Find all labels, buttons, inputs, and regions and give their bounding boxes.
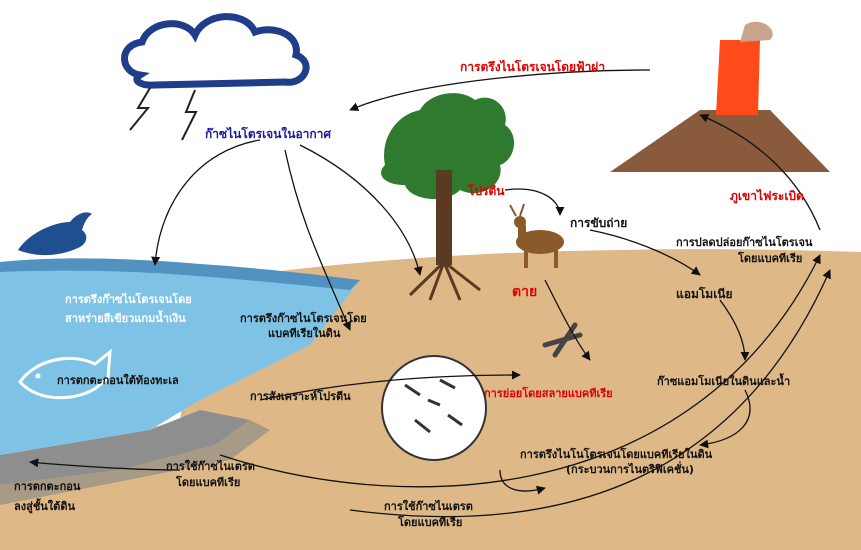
label-nitrate-use-line2: โดยแบคทีเรีย: [175, 475, 240, 489]
label-nitrate-use2-line1: การใช้ก๊าซไนเตรต: [384, 499, 473, 513]
label-sediment-line2: ลงสู่ชั้นใต้ดิน: [14, 498, 75, 514]
label-release-line2: โดยแบคทีเรีย: [737, 251, 802, 265]
label-algae-line1: การตรึงก๊าซไนโตรเจนโดย: [65, 292, 192, 306]
label-atmospheric-nitrogen: ก๊าซไนโตรเจนในอากาศ: [205, 126, 331, 141]
label-sediment-line1: การตกตะกอน: [14, 480, 81, 493]
label-death: ตาย: [512, 284, 537, 300]
label-sea-sediment: การตกตะกอนใต้ท้องทะเล: [57, 373, 179, 387]
label-release-line1: การปลดปล่อยก๊าซไนโตรเจน: [676, 235, 813, 249]
label-ammonia-soil-water: ก๊าซแอมโมเนียในดินและน้ำ: [657, 373, 790, 388]
label-protein-synthesis: การสังเคราะห์โปรตีน: [250, 389, 351, 403]
label-soil-bact-line1: การตรึงก๊าซไนโตรเจนโดย: [240, 311, 367, 325]
label-nitrification-line2: (กระบวนการไนตริฟิเคชั่น): [566, 461, 694, 476]
bacteria-circle-icon: [382, 356, 486, 460]
label-algae-line2: สาหร่ายสีเขียวแกมน้ำเงิน: [65, 310, 186, 325]
label-protein: โปรตีน: [467, 183, 505, 198]
label-excretion: การขับถ่าย: [570, 216, 627, 230]
label-lightning-fixation: การตรึงไนโตรเจนโดยฟ้าผ่า: [460, 59, 605, 74]
label-soil-bact-line2: แบคทีเรียในดิน: [268, 326, 341, 340]
label-volcano-eruption: ภูเขาไฟระเบิด: [730, 188, 804, 204]
label-nitrification-line1: การตรึงไนโนโตรเจนโดยแบคทีเรียในดิน: [520, 447, 713, 461]
label-nitrate-use-line1: การใช้ก๊าซไนเตรต: [166, 459, 255, 473]
label-ammonia: แอมโมเนีย: [676, 286, 733, 301]
label-nitrate-use2-line2: โดยแบคทีเรีย: [397, 515, 462, 529]
label-decomposition: การย่อยโดยสลายแบคทีเรีย: [484, 386, 613, 400]
